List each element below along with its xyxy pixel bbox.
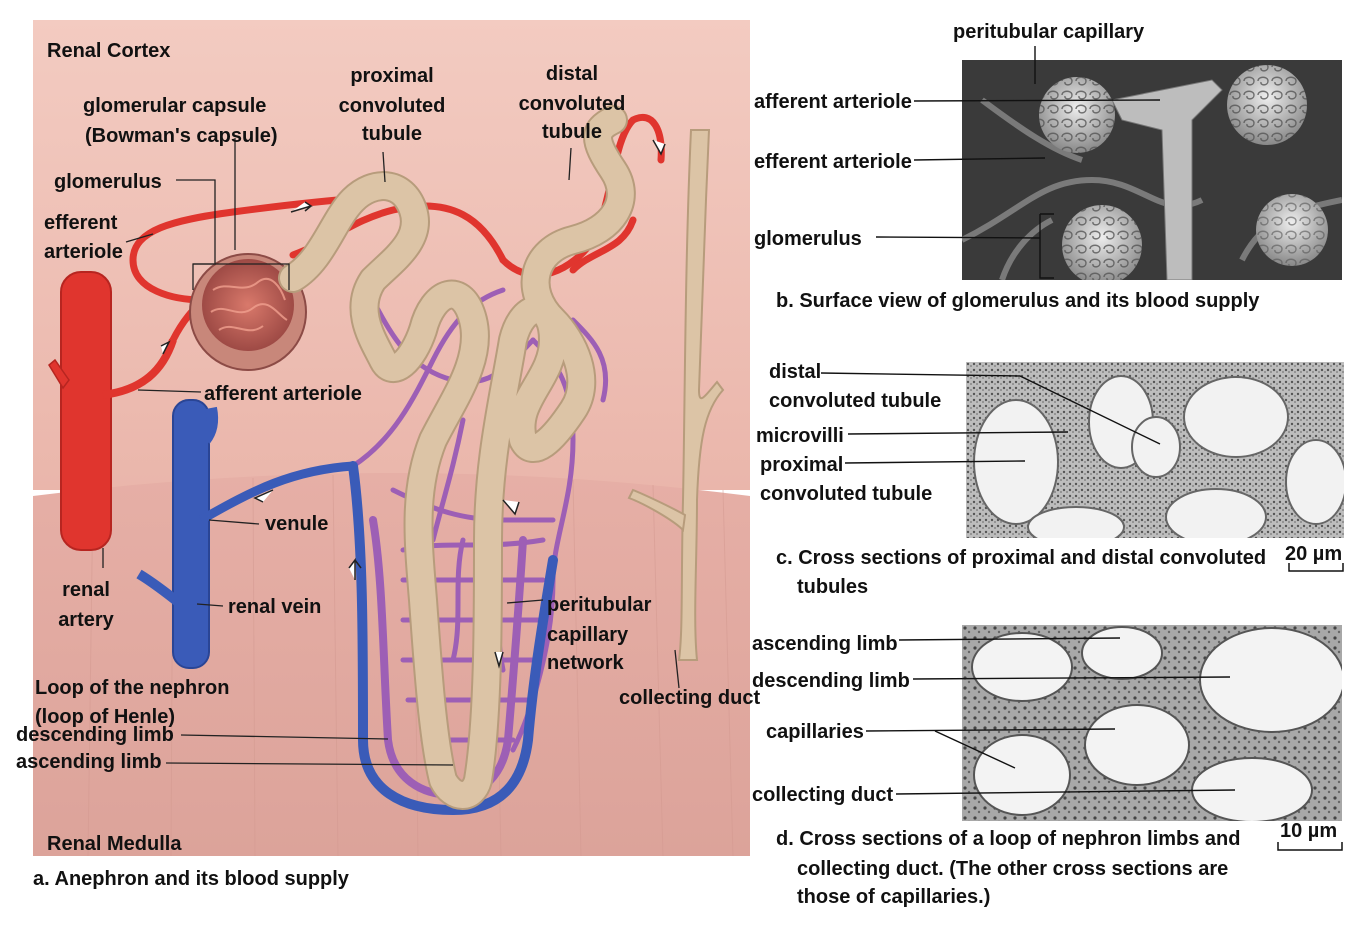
- renal-medulla-label: Renal Medulla: [47, 833, 182, 855]
- collecting-duct-label: collecting duct: [619, 687, 761, 709]
- glomerular-capsule-label: glomerular capsule: [83, 95, 267, 117]
- flow-arrows: [160, 139, 666, 669]
- proximal-tubule-label-1: proximal: [350, 65, 434, 87]
- peritubular-capillary-label: peritubular capillary: [953, 21, 1145, 43]
- efferent-arteriole-label-1: efferent: [44, 212, 118, 234]
- efferent-arteriole-label-2: arteriole: [44, 241, 123, 263]
- micro-glomerulus-label: glomerulus: [754, 228, 862, 250]
- panel-a-leaders: [102, 138, 680, 766]
- micro-distal-label-2: convoluted tubule: [769, 390, 942, 412]
- descending-limb-label: descending limb: [16, 724, 174, 746]
- panel-b-caption: b. Surface view of glomerulus and its bl…: [776, 290, 1260, 312]
- bowmans-capsule-label: (Bowman's capsule): [85, 125, 278, 147]
- nephron-tubule: [278, 105, 636, 810]
- micro-distal-label-1: distal: [769, 361, 822, 383]
- scale-bar-20um: [1288, 563, 1344, 572]
- peritubular-network-label-2: capillary: [547, 624, 629, 646]
- micro-descending-limb-label: descending limb: [752, 670, 910, 692]
- peritubular-network-label-1: peritubular: [547, 594, 652, 616]
- vasa-recta-blue: [348, 461, 558, 816]
- renal-vein-vessel: [136, 399, 354, 669]
- renal-artery-label-1: renal: [62, 579, 110, 601]
- micro-collecting-duct-label: collecting duct: [752, 784, 894, 806]
- renal-medulla-region: [33, 473, 750, 856]
- panel-a-caption: a. Anephron and its blood supply: [33, 868, 349, 890]
- micro-capillaries-label: capillaries: [766, 721, 864, 743]
- scale-bar-10um: [1277, 842, 1343, 851]
- glomerulus-micrograph: [962, 60, 1342, 280]
- scale-20um-label: 20 µm: [1285, 543, 1343, 565]
- microvilli-label: microvilli: [756, 425, 844, 447]
- distal-tubule-label-2: convoluted: [518, 93, 626, 115]
- panel-c-caption-2: tubules: [797, 576, 869, 598]
- proximal-tubule-label-2: convoluted: [338, 95, 446, 117]
- panel-c-caption-1: c. Cross sections of proximal and distal…: [776, 547, 1267, 569]
- micro-proximal-label-1: proximal: [760, 454, 844, 476]
- distal-tubule-label-3: tubule: [542, 121, 602, 143]
- loop-of-nephron-label: Loop of the nephron: [35, 677, 230, 699]
- loop-of-henle-label: (loop of Henle): [35, 706, 175, 728]
- loop-cross-section-micrograph: [962, 625, 1342, 821]
- micro-efferent-arteriole-label: efferent arteriole: [754, 151, 912, 173]
- panel-d-caption-1: d. Cross sections of a loop of nephron l…: [776, 828, 1241, 850]
- ascending-limb-label: ascending limb: [16, 751, 162, 773]
- nephron-illustration: [33, 20, 750, 856]
- tubule-cross-section-micrograph: [966, 362, 1344, 538]
- collecting-duct-tube: [627, 129, 725, 661]
- micro-ascending-limb-label: ascending limb: [752, 633, 898, 655]
- renal-artery-vessel: [48, 271, 177, 551]
- micro-proximal-label-2: convoluted tubule: [760, 483, 933, 505]
- panel-d-caption-3: those of capillaries.): [797, 886, 991, 908]
- renal-artery-label-2: artery: [58, 609, 114, 631]
- proximal-tubule-label-3: tubule: [362, 123, 422, 145]
- micro-afferent-arteriole-label: afferent arteriole: [754, 91, 912, 113]
- glomerulus-capsule: [189, 253, 307, 371]
- panel-d-caption-2: collecting duct. (The other cross sectio…: [797, 858, 1229, 880]
- glomerulus-label: glomerulus: [54, 171, 162, 193]
- renal-cortex-label: Renal Cortex: [47, 40, 171, 62]
- scale-10um-label: 10 µm: [1280, 820, 1338, 842]
- peritubular-network-label-3: network: [547, 652, 624, 674]
- afferent-arteriole-label: afferent arteriole: [204, 383, 362, 405]
- venule-label: venule: [265, 513, 329, 535]
- distal-tubule-label-1: distal: [545, 63, 599, 85]
- renal-vein-label: renal vein: [228, 596, 322, 618]
